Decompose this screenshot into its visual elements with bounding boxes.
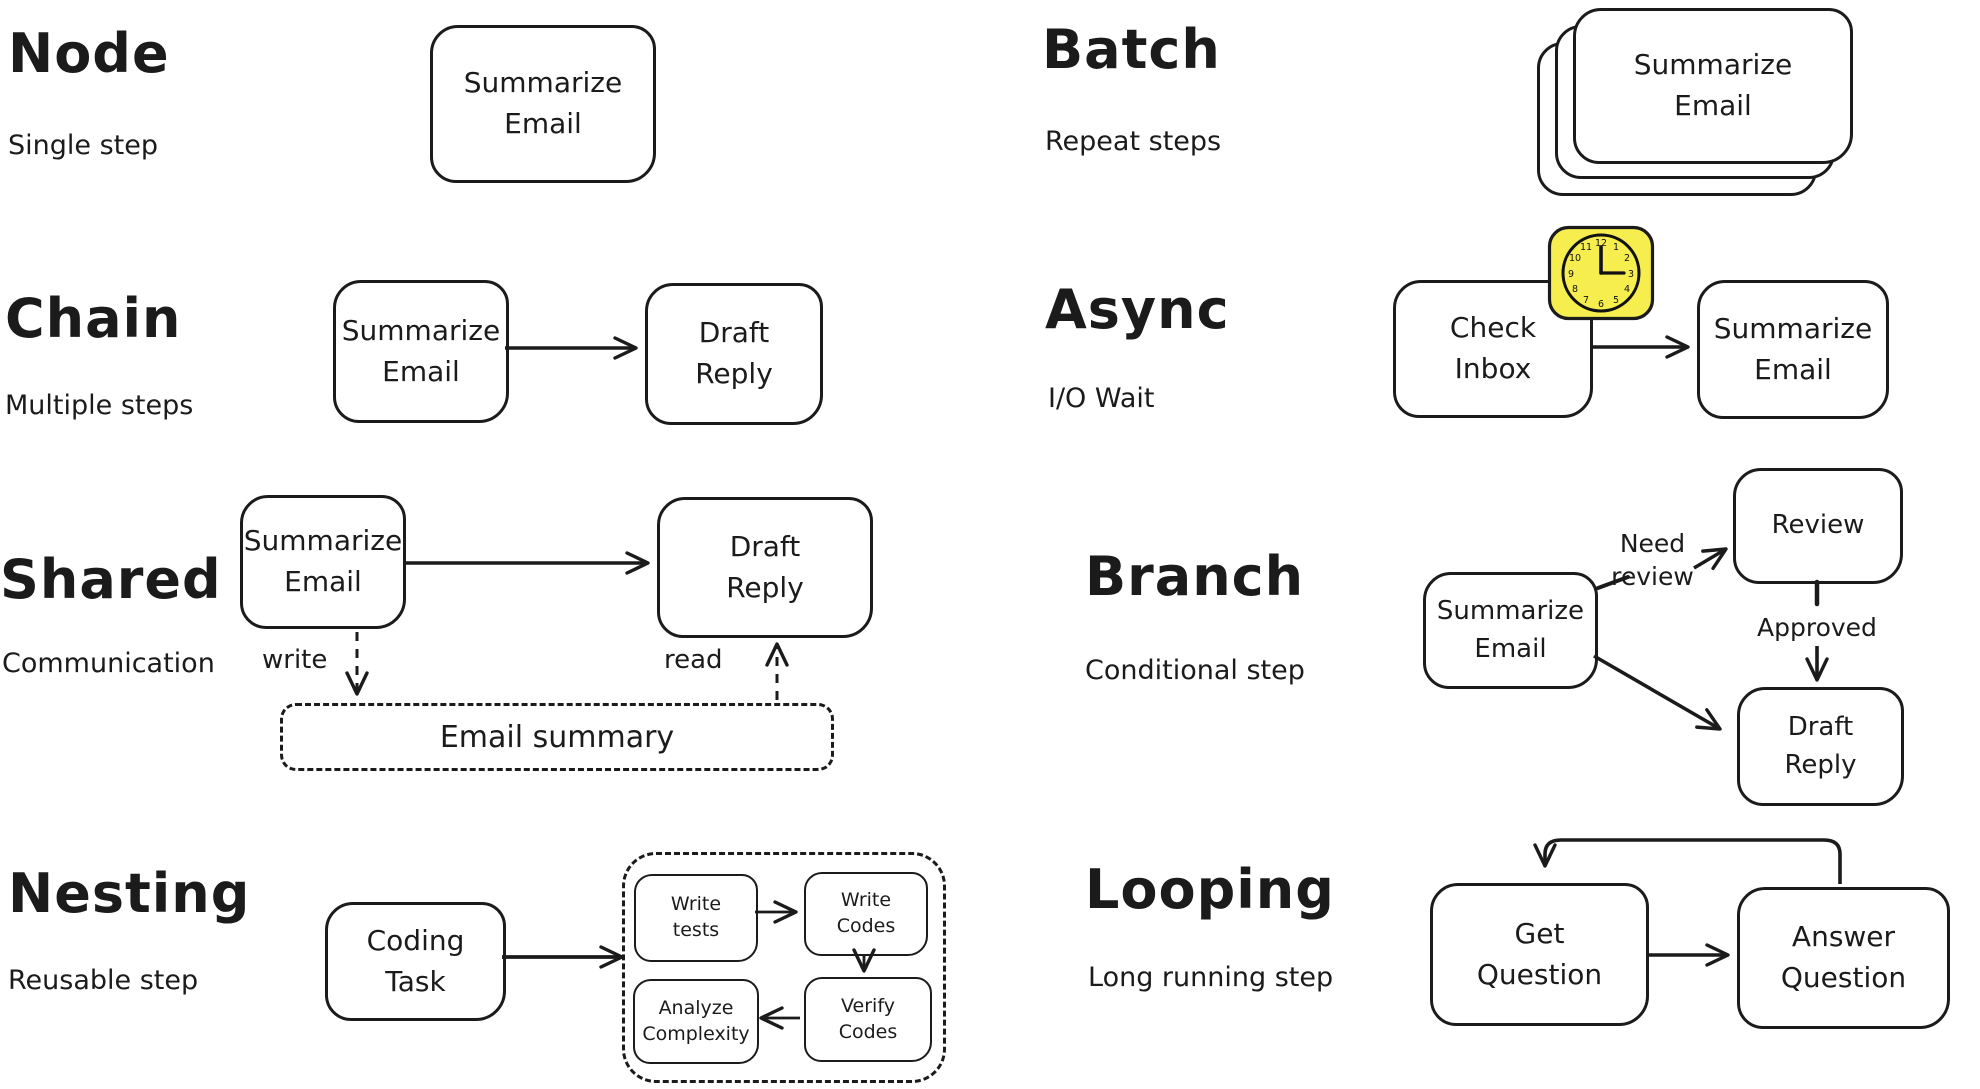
section-title-branch: Branch (1085, 545, 1305, 608)
section-title-looping: Looping (1085, 858, 1335, 921)
clock-numeral: 12 (1595, 238, 1607, 249)
section-title-node: Node (8, 22, 170, 85)
looping-box-answer-question: Answer Question (1737, 887, 1950, 1029)
clock-numeral: 10 (1569, 253, 1581, 264)
clock-numeral: 2 (1624, 253, 1630, 264)
looping-box-get-question: Get Question (1430, 883, 1649, 1026)
section-subtitle-shared: Communication (2, 648, 215, 679)
section-subtitle-batch: Repeat steps (1045, 126, 1222, 157)
chain-box-draft-reply: Draft Reply (645, 283, 823, 425)
section-title-shared: Shared (0, 548, 222, 611)
chain-box-summarize-email: Summarize Email (333, 280, 509, 423)
branch-diagonal-arrow (1593, 654, 1722, 731)
looping-loop-back-arrow (1533, 838, 1842, 884)
clock-numeral: 5 (1613, 295, 1619, 306)
section-subtitle-async: I/O Wait (1048, 383, 1155, 414)
shared-read-label: read (664, 645, 723, 675)
nesting-box-coding-task: Coding Task (325, 902, 506, 1021)
section-subtitle-branch: Conditional step (1085, 655, 1305, 686)
shared-write-label: write (262, 645, 328, 675)
clock-numeral: 3 (1628, 269, 1634, 280)
section-subtitle-looping: Long running step (1088, 962, 1334, 993)
branch-box-review: Review (1733, 468, 1903, 584)
shared-box-draft-reply: Draft Reply (657, 497, 873, 638)
nesting-box-write-tests: Write tests (634, 874, 758, 962)
node-box-summarize-email: Summarize Email (430, 25, 656, 183)
branch-approved-label: Approved (1757, 613, 1877, 642)
section-subtitle-node: Single step (8, 130, 158, 161)
nesting-box-verify-codes: Verify Codes (804, 977, 932, 1062)
shared-store-email-summary: Email summary (280, 703, 834, 771)
nesting-box-analyze-complexity: Analyze Complexity (633, 979, 759, 1064)
clock-numeral: 9 (1568, 269, 1574, 280)
clock-numeral: 11 (1580, 242, 1592, 253)
clock-numeral: 1 (1613, 242, 1619, 253)
section-title-async: Async (1045, 278, 1230, 341)
section-title-nesting: Nesting (8, 862, 251, 925)
section-subtitle-nesting: Reusable step (8, 965, 199, 996)
branch-box-draft-reply: Draft Reply (1737, 687, 1904, 806)
branch-box-summarize-email: Summarize Email (1423, 572, 1598, 689)
async-box-check-inbox: Check Inbox (1393, 280, 1593, 418)
shared-box-summarize-email: Summarize Email (240, 495, 406, 629)
section-subtitle-chain: Multiple steps (5, 390, 194, 421)
nesting-box-write-codes: Write Codes (804, 872, 928, 956)
branch-need-review-label: Need review (1611, 529, 1694, 591)
section-title-batch: Batch (1042, 18, 1221, 81)
async-box-summarize-email: Summarize Email (1697, 280, 1889, 419)
section-title-chain: Chain (5, 287, 182, 350)
clock-numeral: 4 (1624, 284, 1630, 295)
clock-numeral: 6 (1598, 299, 1604, 310)
batch-box-summarize-email: Summarize Email (1573, 8, 1853, 164)
